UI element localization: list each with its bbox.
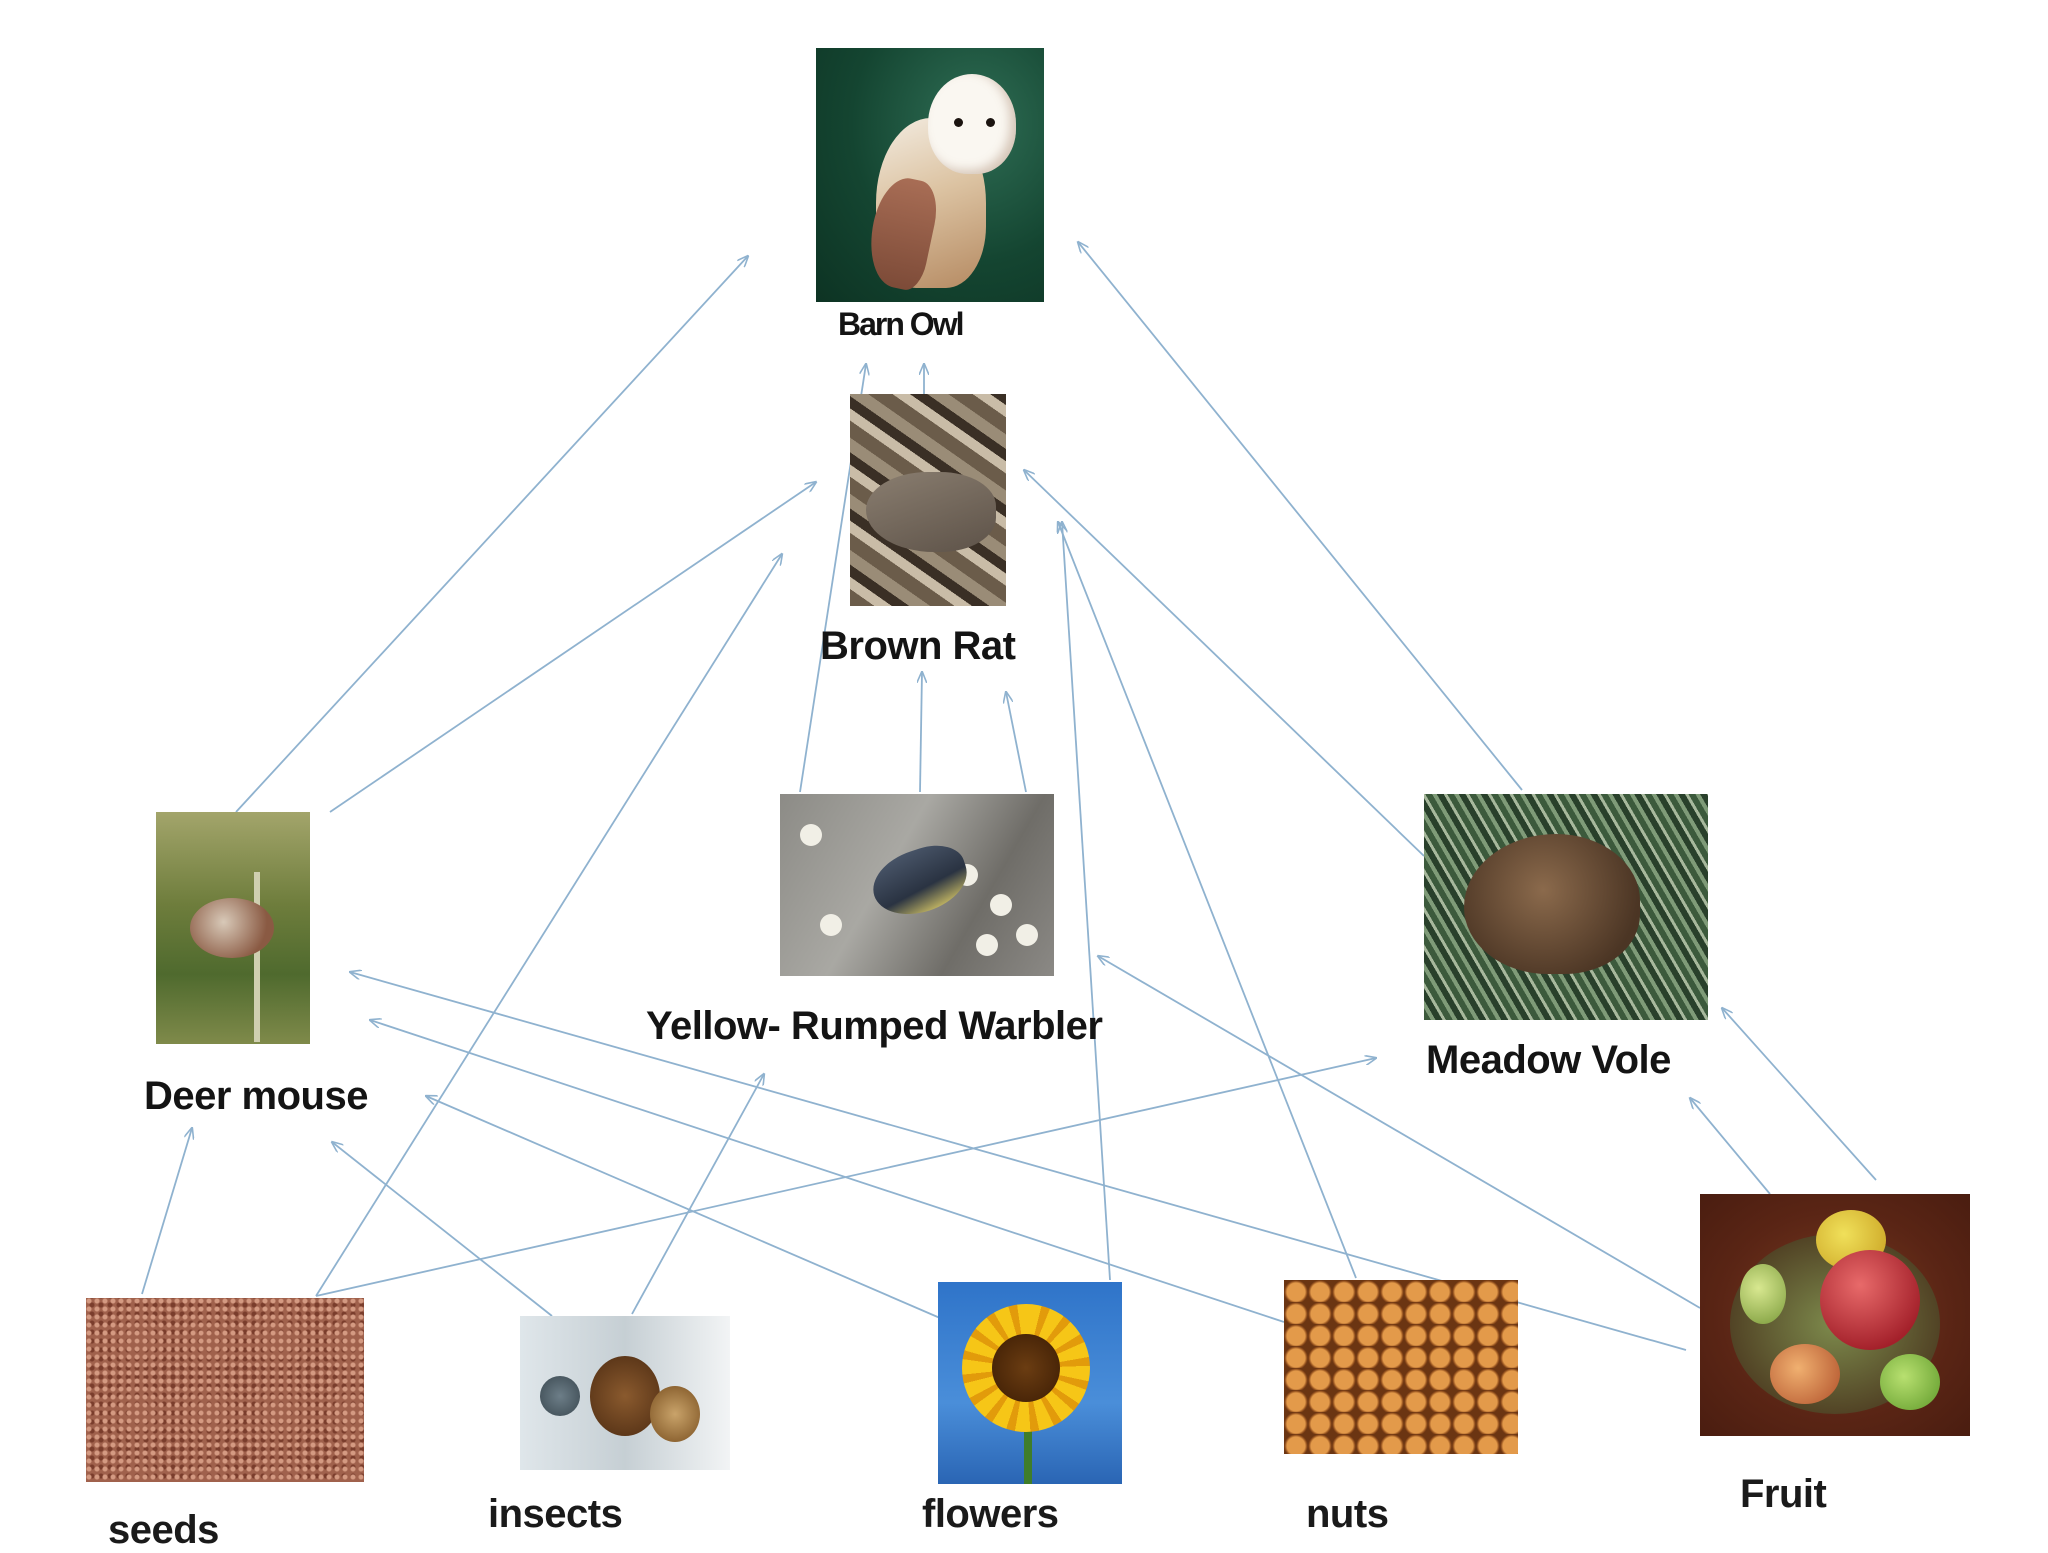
fruit-photo bbox=[1700, 1194, 1970, 1436]
barn-owl-photo bbox=[816, 48, 1044, 302]
brown-rat-photo bbox=[850, 394, 1006, 606]
brown-rat-label: Brown Rat bbox=[820, 624, 1016, 668]
arrow-fruit-vole bbox=[1722, 1008, 1877, 1181]
arrow-seeds-deermouse bbox=[141, 1128, 192, 1295]
warbler-label: Yellow- Rumped Warbler bbox=[646, 1004, 1103, 1048]
fruit-label: Fruit bbox=[1740, 1472, 1827, 1516]
arrow-nuts-deermouse bbox=[370, 1020, 1285, 1323]
seeds-label: seeds bbox=[108, 1508, 219, 1552]
insects-photo bbox=[520, 1316, 730, 1470]
arrow-vole-owl bbox=[1078, 242, 1523, 791]
nuts-photo bbox=[1284, 1280, 1518, 1454]
deer-mouse-photo bbox=[156, 812, 310, 1044]
arrow-seeds-rat bbox=[315, 554, 782, 1297]
flowers-photo bbox=[938, 1282, 1122, 1484]
meadow-vole-photo bbox=[1424, 794, 1708, 1020]
arrow-flowers-deermouse bbox=[426, 1096, 941, 1319]
flowers-label: flowers bbox=[922, 1492, 1059, 1536]
meadow-vole-label: Meadow Vole bbox=[1426, 1038, 1671, 1082]
barn-owl-label: Barn Owl bbox=[838, 306, 964, 342]
nuts-label: nuts bbox=[1306, 1492, 1389, 1536]
arrow-flowers-rat bbox=[1062, 522, 1111, 1281]
arrow-nuts-rat bbox=[1058, 522, 1357, 1279]
insects-label: insects bbox=[488, 1492, 623, 1536]
arrow-insects-warbler bbox=[631, 1074, 764, 1315]
arrow-deermouse-rat bbox=[329, 482, 816, 813]
arrow-fruit-vole-2 bbox=[1690, 1098, 1771, 1195]
arrow-warbler-rat-2 bbox=[1006, 692, 1027, 793]
deer-mouse-label: Deer mouse bbox=[144, 1074, 368, 1118]
arrow-deermouse-owl bbox=[235, 256, 748, 813]
seeds-photo bbox=[86, 1298, 364, 1482]
arrow-fruit-warbler bbox=[1098, 956, 1701, 1309]
warbler-photo bbox=[780, 794, 1054, 976]
arrow-warbler-rat-1 bbox=[920, 672, 922, 793]
arrow-seeds-vole bbox=[315, 1058, 1376, 1297]
arrow-vole-rat bbox=[1024, 470, 1425, 857]
arrow-insects-deermouse bbox=[332, 1142, 553, 1317]
